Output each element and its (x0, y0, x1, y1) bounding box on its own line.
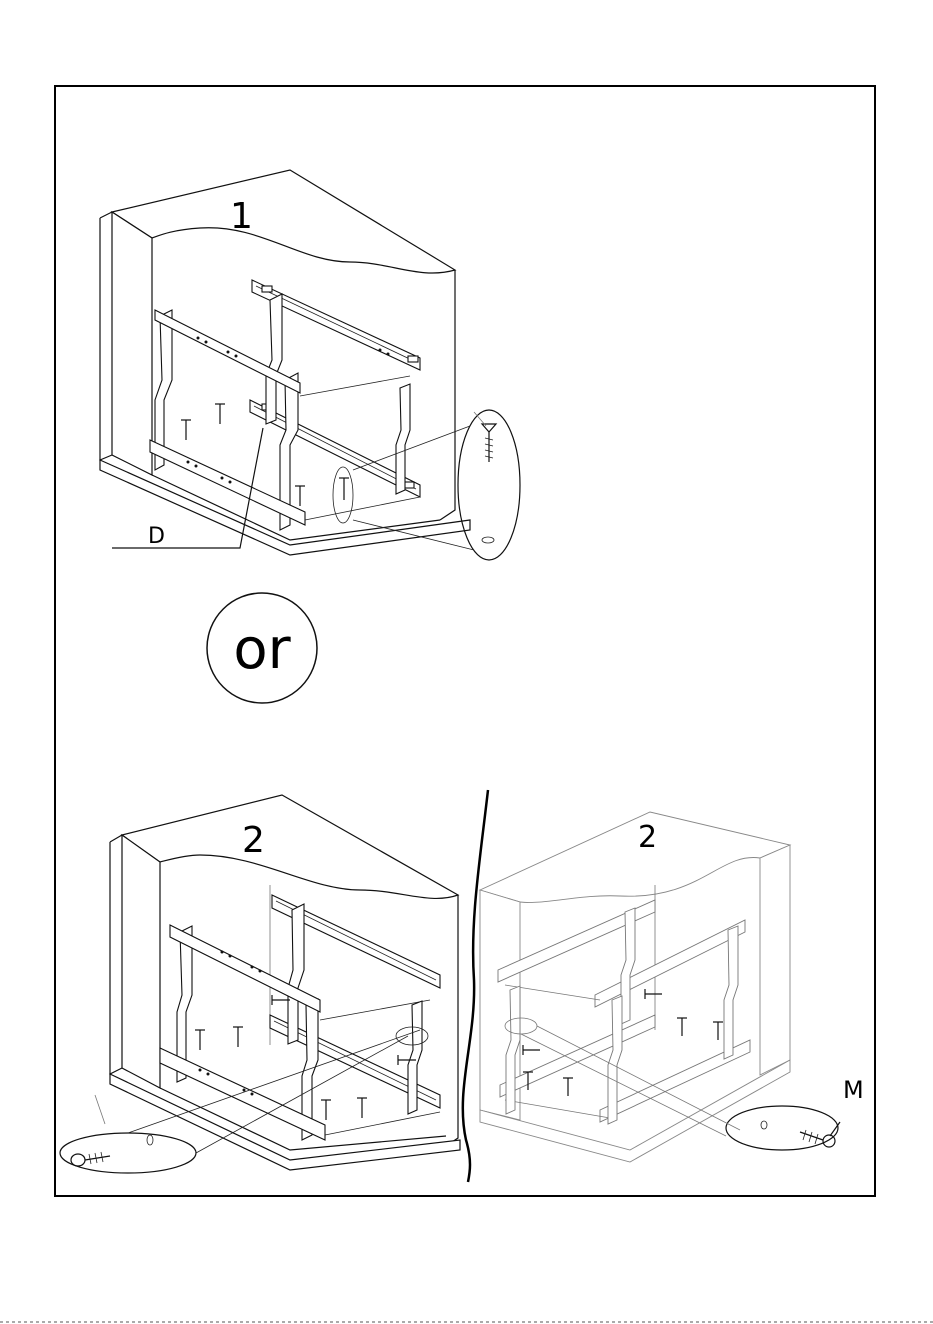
magnified-screw-icon (474, 412, 496, 543)
step-1-number: 1 (230, 196, 253, 237)
step-2-right-diagram (480, 812, 840, 1162)
step-2-left-number: 2 (242, 820, 265, 861)
or-divider-label: or (233, 617, 291, 682)
part-m-callout: M (843, 1076, 864, 1104)
magnified-screw-icon (71, 1095, 153, 1166)
magnified-screw-icon (761, 1121, 840, 1147)
part-d-callout: D (148, 524, 165, 549)
step-2-right-number: 2 (638, 820, 657, 855)
step-1-diagram (100, 170, 520, 560)
